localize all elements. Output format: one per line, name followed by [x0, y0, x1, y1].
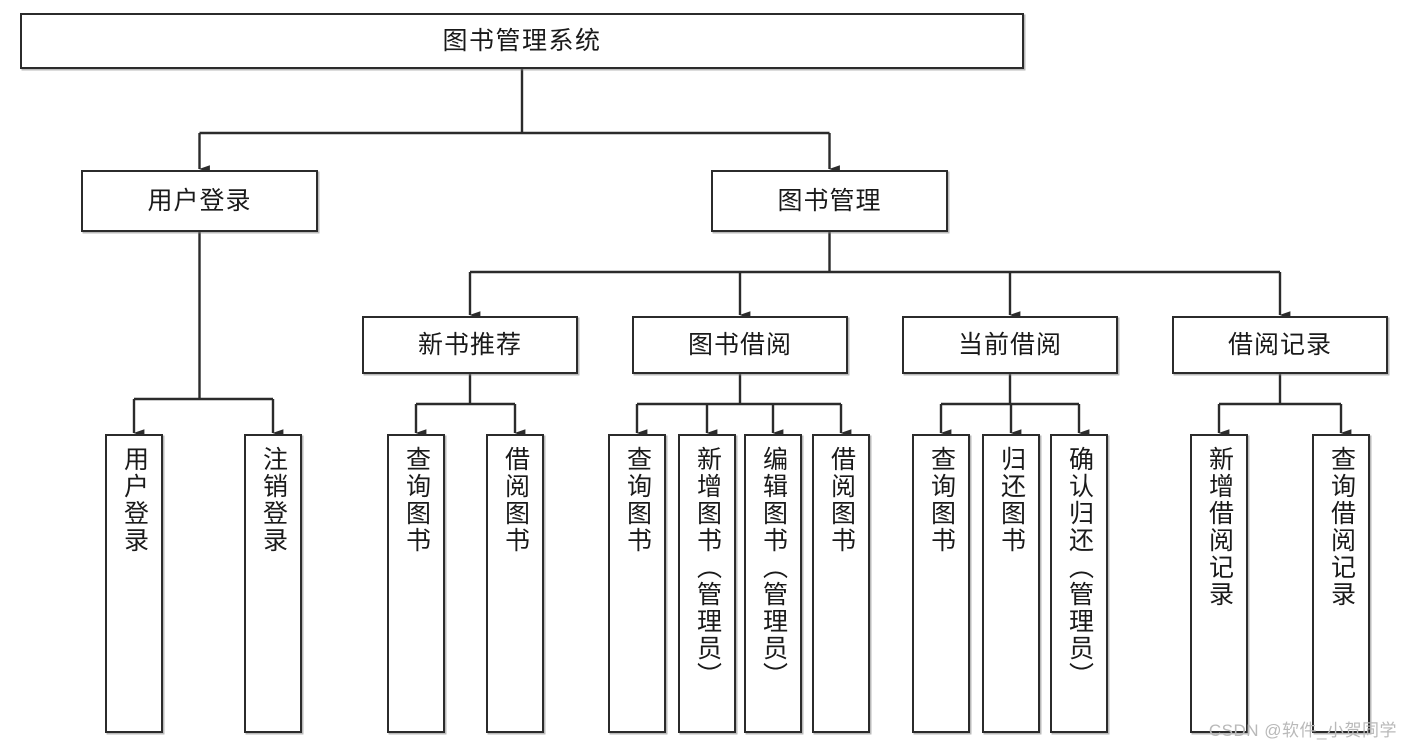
node-label: 用户登录 [147, 186, 252, 215]
node-label: 图书借阅 [687, 330, 792, 359]
node-login[interactable]: 用户登录 [81, 170, 318, 232]
node-label: 确认归还（管理员） [1065, 446, 1094, 689]
node-leaf-c-return[interactable]: 归还图书 [982, 434, 1040, 733]
csdn-watermark: CSDN @软件_小贺同学 [1208, 721, 1397, 740]
node-current[interactable]: 当前借阅 [902, 316, 1118, 374]
node-leaf-nb-borrow[interactable]: 借阅图书 [486, 434, 544, 733]
node-bookmgmt[interactable]: 图书管理 [711, 170, 948, 232]
node-leaf-r-query[interactable]: 查询借阅记录 [1312, 434, 1370, 733]
node-label: 借阅图书 [827, 446, 856, 554]
node-label: 图书管理 [777, 186, 882, 215]
node-leaf-b-borrow[interactable]: 借阅图书 [812, 434, 870, 733]
node-newbook[interactable]: 新书推荐 [362, 316, 578, 374]
node-label: 借阅记录 [1227, 330, 1332, 359]
node-leaf-nb-query[interactable]: 查询图书 [387, 434, 445, 733]
node-label: 新书推荐 [417, 330, 522, 359]
node-label: 新增借阅记录 [1205, 446, 1234, 608]
node-label: 查询图书 [927, 446, 956, 554]
node-label: 归还图书 [997, 446, 1026, 554]
node-leaf-b-add[interactable]: 新增图书（管理员） [678, 434, 736, 733]
node-label: 用户登录 [120, 446, 149, 554]
node-leaf-logout[interactable]: 注销登录 [244, 434, 302, 733]
node-records[interactable]: 借阅记录 [1172, 316, 1388, 374]
node-label: 查询图书 [623, 446, 652, 554]
node-leaf-c-confirm[interactable]: 确认归还（管理员） [1050, 434, 1108, 733]
node-leaf-c-query[interactable]: 查询图书 [912, 434, 970, 733]
node-label: 编辑图书（管理员） [759, 446, 788, 689]
node-leaf-r-add[interactable]: 新增借阅记录 [1190, 434, 1248, 733]
node-leaf-login[interactable]: 用户登录 [105, 434, 163, 733]
node-label: 查询图书 [402, 446, 431, 554]
node-label: 查询借阅记录 [1327, 446, 1356, 608]
node-label: 当前借阅 [957, 330, 1062, 359]
node-borrow[interactable]: 图书借阅 [632, 316, 848, 374]
node-label: 新增图书（管理员） [693, 446, 722, 689]
node-leaf-b-query[interactable]: 查询图书 [608, 434, 666, 733]
node-label: 借阅图书 [501, 446, 530, 554]
node-leaf-b-edit[interactable]: 编辑图书（管理员） [744, 434, 802, 733]
node-label: 图书管理系统 [442, 26, 602, 55]
node-root[interactable]: 图书管理系统 [20, 13, 1024, 69]
node-label: 注销登录 [259, 446, 288, 554]
